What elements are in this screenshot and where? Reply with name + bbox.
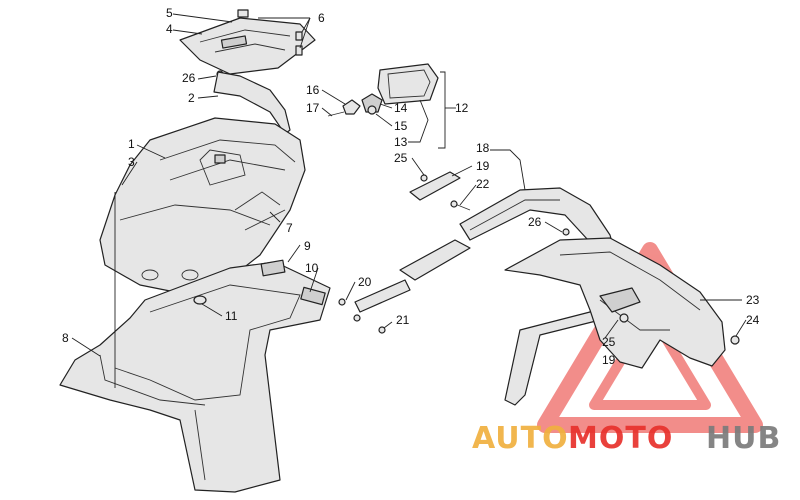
callout-6: 6 <box>318 11 325 25</box>
part-side-fender <box>504 237 740 369</box>
callout-24: 24 <box>746 313 760 327</box>
callout-9: 9 <box>304 239 311 253</box>
callout-25: 25 <box>394 151 408 165</box>
callout-3: 3 <box>128 155 135 169</box>
callout-8: 8 <box>62 331 69 345</box>
callout-5: 5 <box>166 6 173 20</box>
callout-1: 1 <box>128 137 135 151</box>
watermark-moto: MOTO <box>568 421 673 456</box>
callout-22: 22 <box>476 177 490 191</box>
callout-12: 12 <box>455 101 469 115</box>
leader-lines <box>71 13 747 388</box>
callout-23: 23 <box>746 293 760 307</box>
callout-11: 11 <box>225 309 238 323</box>
callout-7: 7 <box>286 221 293 235</box>
part-lower-tray <box>59 259 331 493</box>
callout-21: 21 <box>396 313 410 327</box>
callout-19: 19 <box>476 159 490 173</box>
callout-19: 19 <box>602 353 616 367</box>
part-rear-body <box>99 117 306 293</box>
callout-14: 14 <box>394 101 408 115</box>
part-mount-plate <box>409 171 471 211</box>
watermark-auto: AUTO <box>472 421 569 456</box>
part-taillight <box>327 63 439 117</box>
part-seat-cover <box>179 9 316 75</box>
callout-4: 4 <box>166 22 173 36</box>
callout-18: 18 <box>476 141 490 155</box>
callout-20: 20 <box>358 275 372 289</box>
callout-16: 16 <box>306 83 320 97</box>
callout-25: 25 <box>602 335 616 349</box>
watermark-text: AUTO MOTO HUB <box>472 421 781 456</box>
watermark-hub: HUB <box>706 421 781 456</box>
callout-15: 15 <box>394 119 408 133</box>
callout-26: 26 <box>182 71 196 85</box>
callout-13: 13 <box>394 135 408 149</box>
callout-2: 2 <box>188 91 195 105</box>
callout-10: 10 <box>305 261 319 275</box>
callout-17: 17 <box>306 101 320 115</box>
callout-26: 26 <box>528 215 542 229</box>
